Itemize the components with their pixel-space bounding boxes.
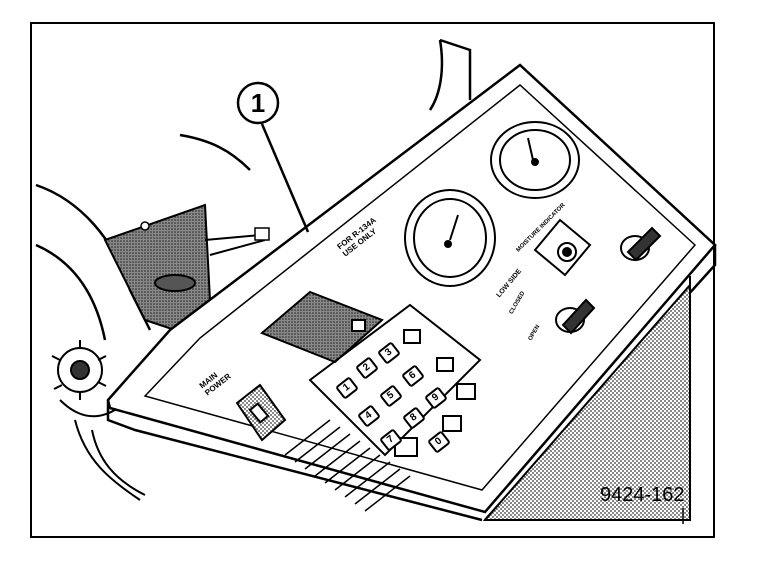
- high-side-gauge: [490, 121, 580, 199]
- display-window: [260, 290, 384, 364]
- callout-1: [236, 81, 310, 233]
- low-side-gauge: [404, 189, 496, 287]
- callout-number: 1: [250, 88, 266, 118]
- keypad-frame: [308, 303, 482, 457]
- figure-id: 9424-162: [600, 484, 685, 506]
- power-switch: [235, 383, 287, 442]
- figure-frame: [30, 22, 715, 538]
- gear-fitting: [51, 340, 146, 501]
- vent-slots: [284, 419, 411, 512]
- moisture-indicator: [533, 218, 592, 277]
- hose-reel: [103, 203, 270, 332]
- valve-knobs: [555, 226, 662, 335]
